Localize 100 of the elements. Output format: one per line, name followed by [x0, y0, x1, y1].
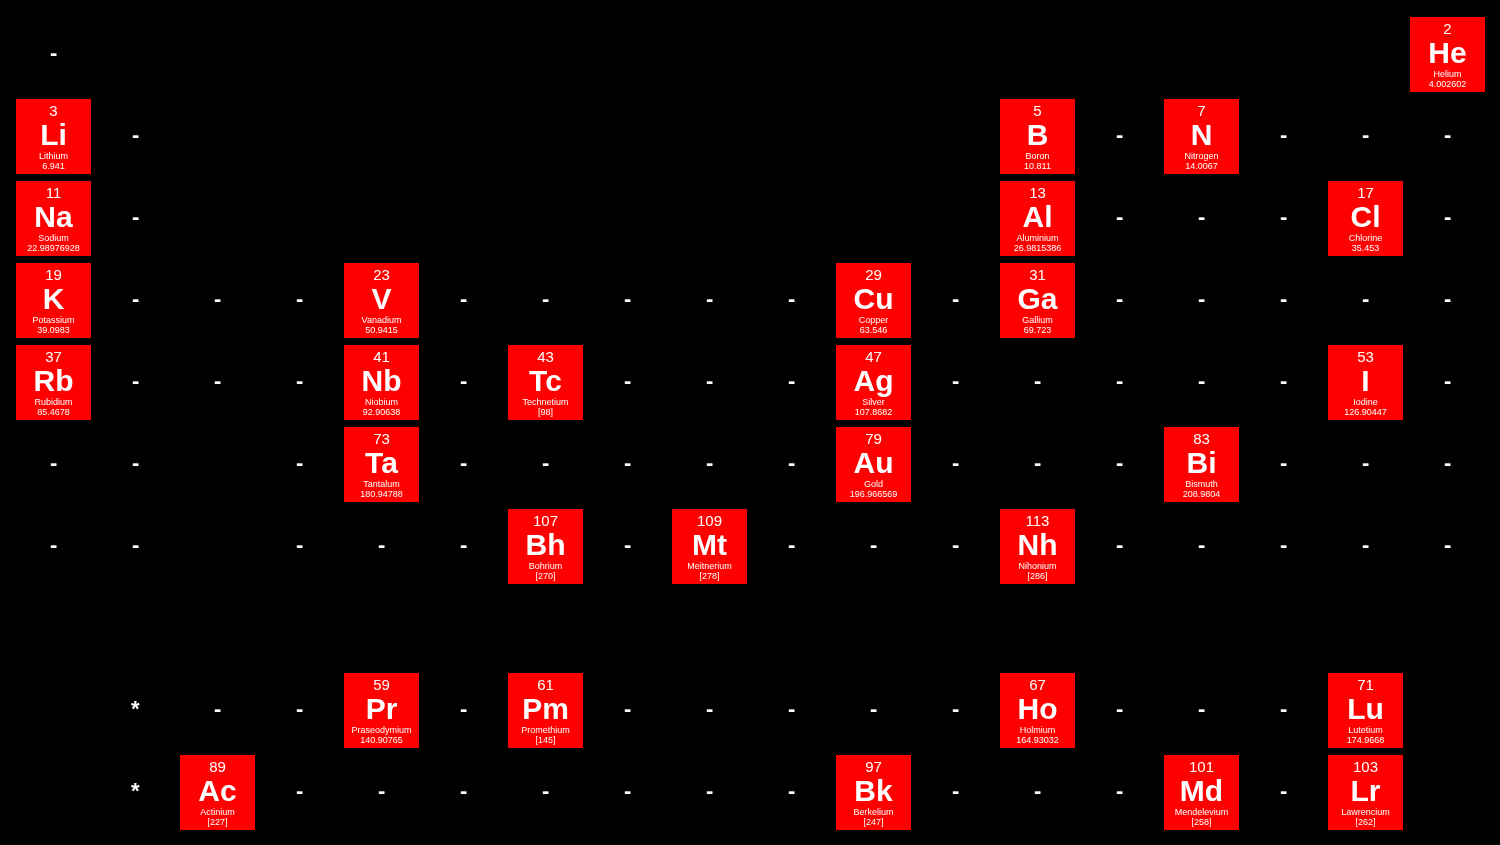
atomic-mass: 140.90765: [359, 736, 404, 745]
placeholder-mark: -: [1444, 123, 1452, 146]
atomic-number: 13: [1028, 185, 1047, 200]
placeholder-mark: -: [1444, 369, 1452, 392]
atomic-mass: 35.453: [1350, 244, 1381, 253]
placeholder-mark: -: [706, 369, 714, 392]
placeholder-mark: -: [460, 451, 468, 474]
element-name: Aluminium: [1015, 234, 1060, 243]
element-name: Copper: [857, 316, 890, 325]
placeholder-mark: -: [132, 533, 140, 556]
atomic-mass: [270]: [534, 572, 557, 581]
element-name: Gold: [863, 480, 884, 489]
element-symbol: Ho: [1016, 694, 1059, 724]
element-symbol: I: [1360, 366, 1371, 396]
placeholder-mark: -: [460, 697, 468, 720]
atomic-mass: 50.9415: [364, 326, 399, 335]
placeholder-mark: -: [1280, 451, 1288, 474]
element-name: Silver: [861, 398, 886, 407]
element-name: Berkelium: [852, 808, 895, 817]
placeholder-mark: -: [624, 451, 632, 474]
placeholder-mark: -: [952, 697, 960, 720]
element-symbol: Al: [1021, 202, 1054, 232]
placeholder-mark: -: [460, 369, 468, 392]
placeholder-mark: -: [1116, 205, 1124, 228]
element-name: Rubidium: [33, 398, 74, 407]
atomic-mass: 63.546: [858, 326, 889, 335]
element-symbol: V: [370, 284, 393, 314]
element-name: Niobium: [364, 398, 399, 407]
placeholder-mark: -: [952, 369, 960, 392]
placeholder-mark: -: [1116, 697, 1124, 720]
placeholder-mark: -: [214, 697, 222, 720]
atomic-mass: 196.966569: [848, 490, 899, 499]
atomic-number: 41: [372, 349, 391, 364]
element-tile: [1000, 263, 1075, 338]
placeholder-mark: -: [1280, 779, 1288, 802]
atomic-number: 101: [1188, 759, 1215, 774]
placeholder-mark: -: [706, 779, 714, 802]
element-symbol: N: [1189, 120, 1214, 150]
element-symbol: B: [1025, 120, 1050, 150]
atomic-mass: 22.98976928: [26, 244, 81, 253]
placeholder-mark: -: [460, 779, 468, 802]
atomic-number: 5: [1032, 103, 1043, 118]
atomic-mass: 180.94788: [359, 490, 404, 499]
atomic-number: 79: [864, 431, 883, 446]
placeholder-mark: -: [1034, 369, 1042, 392]
element-tile: [1164, 755, 1239, 830]
element-name: Praseodymium: [350, 726, 413, 735]
element-tile: [344, 345, 419, 420]
atomic-number: 113: [1024, 513, 1051, 528]
element-symbol: Pr: [364, 694, 399, 724]
placeholder-mark: -: [1280, 123, 1288, 146]
element-tile: [1000, 509, 1075, 584]
placeholder-mark: -: [214, 287, 222, 310]
element-tile: [1000, 99, 1075, 174]
placeholder-mark: -: [542, 287, 550, 310]
atomic-number: 61: [536, 677, 555, 692]
element-name: Gallium: [1021, 316, 1054, 325]
element-tile: [344, 427, 419, 502]
placeholder-mark: -: [296, 369, 304, 392]
atomic-mass: [145]: [534, 736, 557, 745]
element-name: Bohrium: [527, 562, 564, 571]
atomic-number: 59: [372, 677, 391, 692]
element-name: Boron: [1024, 152, 1051, 161]
atomic-mass: 26.9815386: [1012, 244, 1063, 253]
element-name: Lawrencium: [1340, 808, 1391, 817]
atomic-number: 109: [696, 513, 723, 528]
atomic-mass: [278]: [698, 572, 721, 581]
atomic-number: 83: [1192, 431, 1211, 446]
element-symbol: Bi: [1185, 448, 1218, 478]
element-symbol: Lr: [1349, 776, 1382, 806]
atomic-number: 7: [1196, 103, 1207, 118]
placeholder-mark: -: [296, 779, 304, 802]
placeholder-mark: -: [1034, 779, 1042, 802]
atomic-mass: 126.90447: [1343, 408, 1388, 417]
element-name: Bismuth: [1184, 480, 1219, 489]
element-tile: [16, 181, 91, 256]
element-symbol: Cu: [852, 284, 895, 314]
placeholder-mark: -: [460, 287, 468, 310]
element-symbol: Na: [33, 202, 74, 232]
placeholder-mark: -: [1280, 205, 1288, 228]
placeholder-mark: -: [1116, 451, 1124, 474]
placeholder-mark: -: [460, 533, 468, 556]
element-tile: [672, 509, 747, 584]
element-symbol: Rb: [32, 366, 75, 396]
placeholder-mark: -: [624, 533, 632, 556]
atomic-mass: 107.8682: [853, 408, 894, 417]
element-name: Technetium: [521, 398, 570, 407]
placeholder-mark: -: [214, 369, 222, 392]
placeholder-mark: -: [1362, 451, 1370, 474]
element-tile: [1328, 755, 1403, 830]
element-name: Tantalum: [362, 480, 401, 489]
atomic-number: 103: [1352, 759, 1379, 774]
placeholder-mark: -: [1362, 123, 1370, 146]
element-tile: [16, 99, 91, 174]
placeholder-mark: -: [542, 451, 550, 474]
atomic-number: 19: [44, 267, 63, 282]
atomic-mass: [258]: [1190, 818, 1213, 827]
element-tile: [1410, 17, 1485, 92]
element-name: Iodine: [1352, 398, 1379, 407]
placeholder-mark: -: [624, 697, 632, 720]
